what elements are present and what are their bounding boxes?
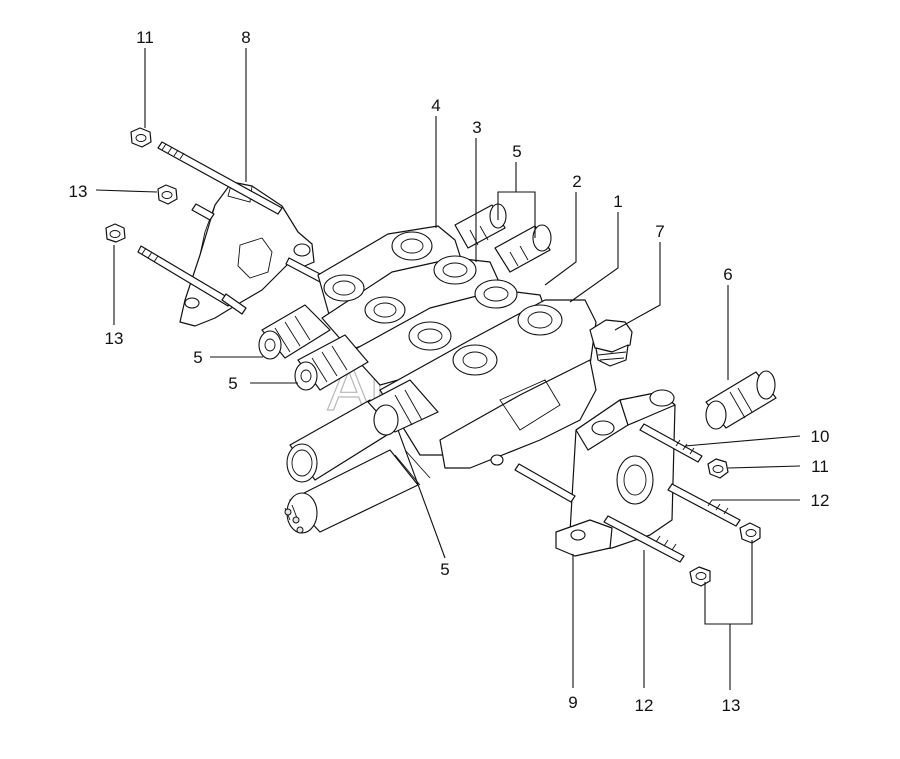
- part-7-plug: [589, 319, 633, 367]
- callout-12-bottom: 12: [635, 696, 654, 715]
- nut-11-top: [130, 127, 152, 148]
- callout-13-bottom: 13: [722, 696, 741, 715]
- end-block-studs: [514, 423, 741, 563]
- callout-12-right: 12: [811, 491, 830, 510]
- spool-caps-left: [258, 304, 369, 391]
- callout-5-left-a: 5: [193, 348, 202, 367]
- port-1: [517, 304, 563, 336]
- flange-stud-bolts: [137, 141, 325, 315]
- nut-13-right-a: [739, 522, 761, 544]
- port-3: [433, 255, 477, 285]
- leader-lines: [95, 48, 801, 690]
- callout-1: 1: [613, 192, 622, 211]
- port-4: [391, 231, 433, 261]
- part-8-flange-cover: [179, 181, 315, 327]
- callout-11-right: 11: [811, 457, 829, 476]
- nut-13-right-b: [689, 566, 711, 587]
- callout-11-top: 11: [136, 28, 154, 47]
- callout-13-lower-left: 13: [105, 329, 124, 348]
- callout-10: 10: [811, 427, 830, 446]
- valve-body-stack: [317, 225, 597, 469]
- callout-7: 7: [655, 222, 664, 241]
- callout-5-left-b: 5: [228, 374, 237, 393]
- callout-5-bottom: 5: [440, 560, 449, 579]
- callout-13-left: 13: [69, 182, 88, 201]
- nut-13-left: [157, 184, 178, 205]
- callout-5-top: 5: [512, 142, 521, 161]
- port-2: [474, 279, 518, 309]
- callout-8: 8: [241, 28, 250, 47]
- callout-4: 4: [431, 96, 440, 115]
- callout-9: 9: [568, 693, 577, 712]
- callout-3: 3: [472, 118, 481, 137]
- part-6-relief-cartridge: [705, 370, 777, 430]
- nut-11-right: [707, 458, 729, 479]
- nut-13-lower-left: [105, 223, 126, 243]
- spool-cylinders-front: [284, 379, 439, 534]
- callout-labels: 11 8 13 13 4 3 5 2 1 7 6 5 5 5 10 11 12 …: [69, 28, 830, 715]
- callout-6: 6: [723, 265, 732, 284]
- callout-2: 2: [572, 172, 581, 191]
